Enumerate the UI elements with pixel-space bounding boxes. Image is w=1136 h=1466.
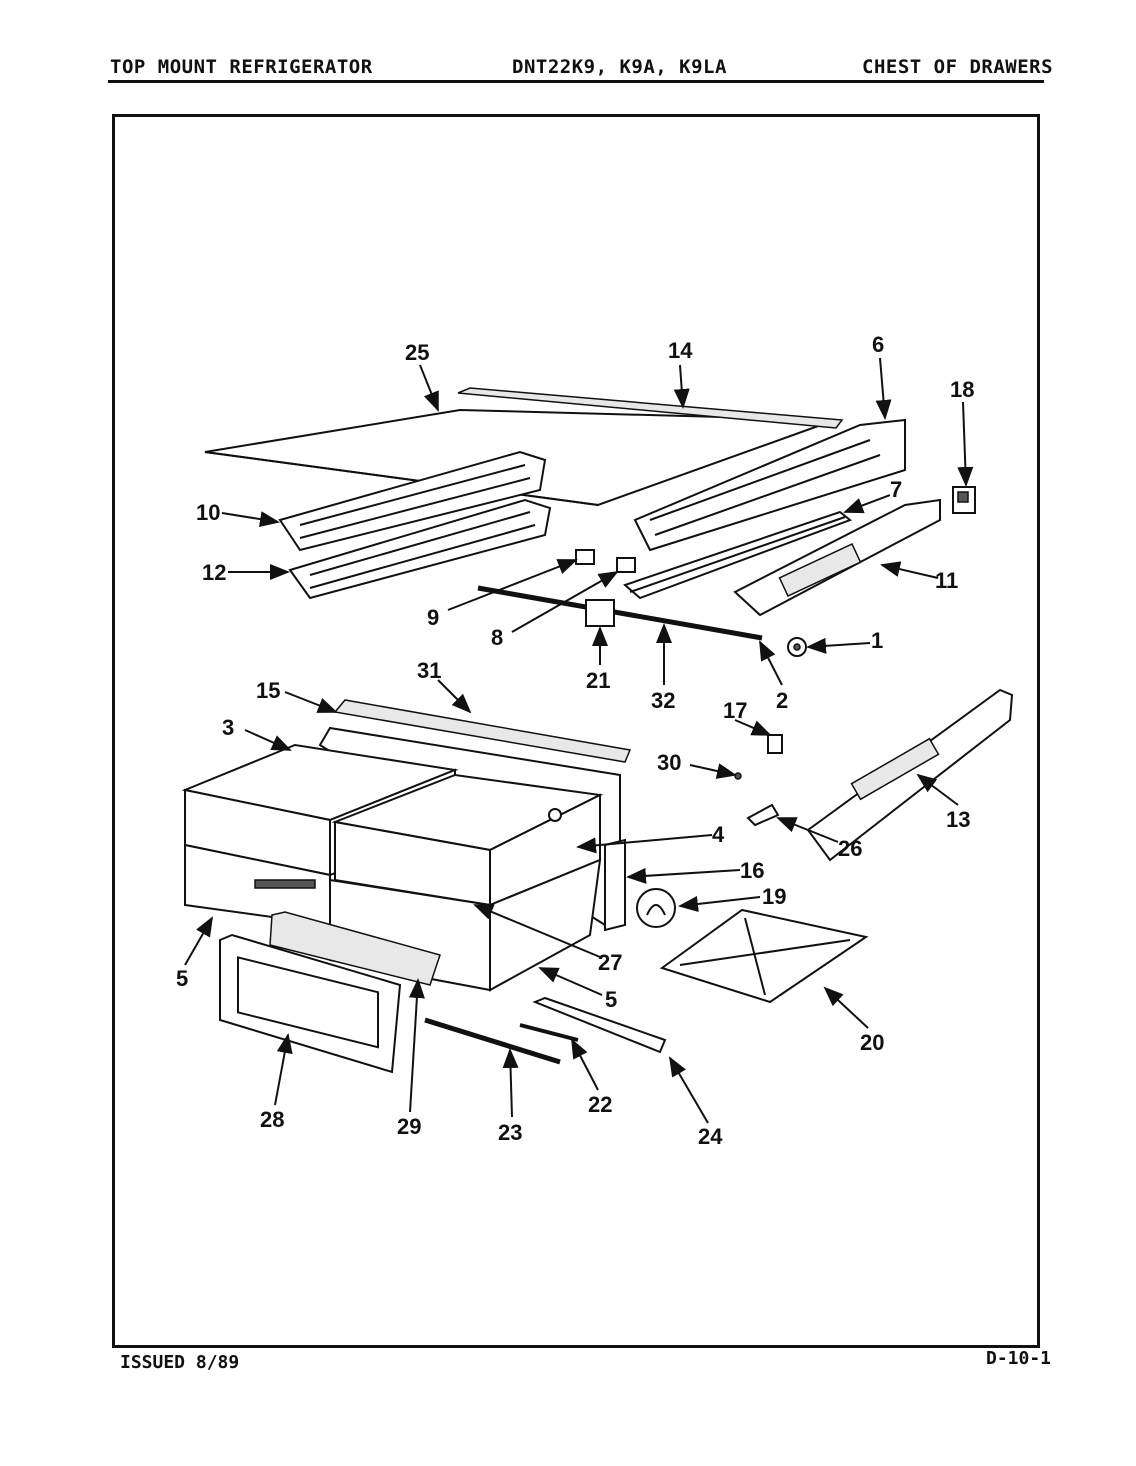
part-4-upper-right-drawer (331, 773, 604, 907)
part-8-block (616, 557, 636, 573)
callout-23: 23 (498, 1120, 522, 1145)
callout-8: 8 (491, 625, 503, 650)
callout-6: 6 (872, 332, 884, 357)
part-29-handle (269, 911, 441, 986)
callout-3: 3 (222, 715, 234, 740)
part-22-rod (519, 1023, 579, 1042)
header-model-numbers: DNT22K9, K9A, K9LA (512, 56, 727, 78)
header-section-title: CHEST OF DRAWERS (862, 56, 1054, 78)
part-28-drawer-front (219, 933, 402, 1074)
callout-22: 22 (588, 1092, 612, 1117)
part-1-bushing (787, 637, 807, 657)
callout-19: 19 (762, 884, 786, 909)
part-7-center-rail (623, 510, 853, 600)
part-17-clip (767, 734, 783, 754)
callout-12: 12 (202, 560, 226, 585)
leader-lines (184, 357, 974, 1124)
callout-26: 26 (838, 836, 862, 861)
part-11-right-slide (733, 498, 941, 617)
callout-7: 7 (890, 477, 902, 502)
callout-31: 31 (417, 658, 441, 683)
part-21-bracket (585, 599, 615, 627)
part-12-left-rail-lower (288, 498, 552, 600)
callout-24: 24 (698, 1124, 723, 1149)
callout-10: 10 (196, 500, 220, 525)
part-10-left-rail-upper (278, 450, 547, 552)
callout-18: 18 (950, 377, 974, 402)
callout-1: 1 (871, 628, 883, 653)
callout-16: 16 (740, 858, 764, 883)
part-26-bracket (746, 803, 780, 827)
footer-page-code: D-10-1 (986, 1348, 1052, 1369)
part-19-cap (636, 888, 676, 928)
footer-issue-date: ISSUED 8/89 (120, 1352, 240, 1373)
part-30-screw (734, 772, 742, 780)
callout-11: 11 (935, 568, 958, 593)
callout-5-left: 5 (176, 966, 188, 991)
callout-20: 20 (860, 1030, 884, 1055)
header-rule (108, 80, 1044, 83)
callout-25: 25 (405, 340, 429, 365)
callout-4: 4 (712, 822, 725, 847)
part-20-tray (659, 908, 869, 1004)
callout-21: 21 (586, 668, 610, 693)
callout-5-right: 5 (605, 987, 617, 1012)
part-9-block (575, 549, 595, 565)
callout-29: 29 (397, 1114, 421, 1139)
callout-9: 9 (427, 605, 439, 630)
part-2-rod (477, 585, 763, 641)
callout-15: 15 (256, 678, 280, 703)
diagram-frame (112, 114, 1040, 1348)
part-6-right-rail (633, 418, 906, 552)
part-16-side-panel (604, 838, 626, 932)
callout-14: 14 (668, 338, 693, 363)
part-24-slide-rail (532, 996, 667, 1054)
part-14-rear-trim (457, 387, 844, 429)
part-13-lower-slide (806, 688, 1014, 862)
callout-32: 32 (651, 688, 675, 713)
part-23-rod (424, 1017, 561, 1065)
callout-2: 2 (776, 688, 788, 713)
part-15-31-cover-strip (333, 699, 632, 763)
callout-labels: 25 14 6 18 10 7 12 11 9 8 1 21 32 2 15 3… (176, 332, 974, 1149)
callout-27: 27 (598, 950, 622, 975)
callout-30: 30 (657, 750, 681, 775)
callout-13: 13 (946, 807, 970, 832)
callout-17: 17 (723, 698, 747, 723)
header-model-type: TOP MOUNT REFRIGERATOR (110, 56, 373, 78)
part-18-clip (952, 486, 976, 514)
callout-28: 28 (260, 1107, 284, 1132)
